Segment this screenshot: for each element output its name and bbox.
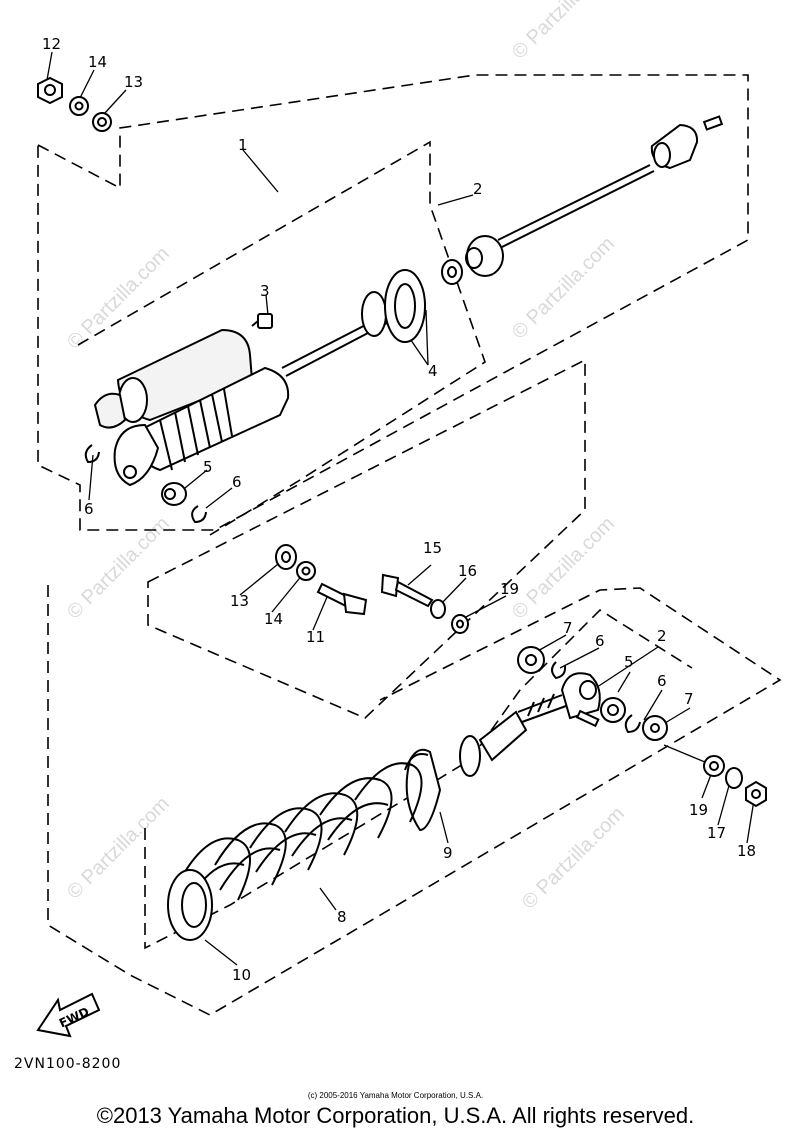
small-copyright: (c) 2005-2016 Yamaha Motor Corporation, … [307, 1091, 484, 1100]
callout-12: 12 [42, 35, 61, 53]
part-7-bearing [517, 646, 668, 741]
callout-13: 13 [230, 592, 249, 610]
part-16-washer [430, 599, 446, 619]
callout-7: 7 [684, 690, 694, 708]
outline-upper-assembly [37, 74, 749, 531]
callout-13: 13 [124, 73, 143, 91]
callout-labels: 12 14 13 1 2 3 4 5 6 6 15 16 19 13 14 11… [42, 35, 756, 984]
callout-19: 19 [500, 580, 519, 598]
callout-11: 11 [306, 628, 325, 646]
callout-9: 9 [443, 844, 453, 862]
callout-19: 19 [689, 801, 708, 819]
callout-3: 3 [260, 282, 270, 300]
callout-8: 8 [337, 908, 347, 926]
part-2-upper-piston-rod [441, 115, 724, 285]
part-17-washer [725, 767, 743, 789]
callout-1: 1 [238, 136, 248, 154]
part-14-bushing-top [69, 96, 89, 116]
part-4-adjuster-rings [361, 269, 426, 343]
part-1-shock-absorber-body [93, 313, 390, 487]
watermark: © Partzilla.com [518, 803, 629, 914]
part-15-bolt [380, 573, 434, 608]
callout-14: 14 [88, 53, 107, 71]
part-14-bushing-mid [296, 561, 316, 581]
callout-7: 7 [563, 619, 573, 637]
callout-18: 18 [737, 842, 756, 860]
part-8-spring [179, 762, 423, 906]
part-10-adjuster-ring [167, 869, 213, 941]
copyright-notice: ©2013 Yamaha Motor Corporation, U.S.A. A… [96, 1103, 695, 1128]
part-18-nut [745, 780, 767, 808]
outline-lower-assembly [47, 585, 782, 1016]
part-6-circlip-upper [84, 444, 207, 524]
fwd-arrow: FWD [36, 992, 101, 1038]
part-13-collar-top [92, 112, 112, 132]
part-9-spring-seat [404, 748, 442, 832]
callout-6: 6 [84, 500, 94, 518]
callout-10: 10 [232, 966, 251, 984]
callout-17: 17 [707, 824, 726, 842]
callout-5: 5 [624, 653, 634, 671]
callout-4: 4 [428, 362, 438, 380]
callout-2: 2 [473, 180, 483, 198]
callout-6: 6 [657, 672, 667, 690]
watermark: © Partzilla.com [63, 243, 174, 354]
callout-6: 6 [595, 632, 605, 650]
watermark: © Partzilla.com [63, 793, 174, 904]
callout-5: 5 [203, 458, 213, 476]
part-2-lower-rod-end [459, 672, 601, 777]
part-19-collar-mid [451, 614, 469, 634]
callout-2: 2 [657, 627, 667, 645]
callout-15: 15 [423, 539, 442, 557]
part-5-bushing-lower [600, 697, 626, 723]
outline-middle-bolts [147, 358, 586, 719]
part-19-collar-lower [703, 755, 725, 777]
callout-16: 16 [458, 562, 477, 580]
watermark: © Partzilla.com [508, 233, 619, 344]
callout-14: 14 [264, 610, 283, 628]
part-13-collar-mid [275, 544, 297, 570]
watermark: © Partzilla.com [508, 0, 619, 64]
part-6-circlip-lower [551, 661, 641, 734]
callout-6: 6 [232, 473, 242, 491]
part-12-nut [37, 76, 63, 105]
diagram-code: 2VN100-8200 [14, 1056, 122, 1072]
outline-damper-sub [77, 140, 486, 536]
part-5-bushing-upper [161, 482, 187, 506]
part-11-bolt [316, 582, 368, 616]
